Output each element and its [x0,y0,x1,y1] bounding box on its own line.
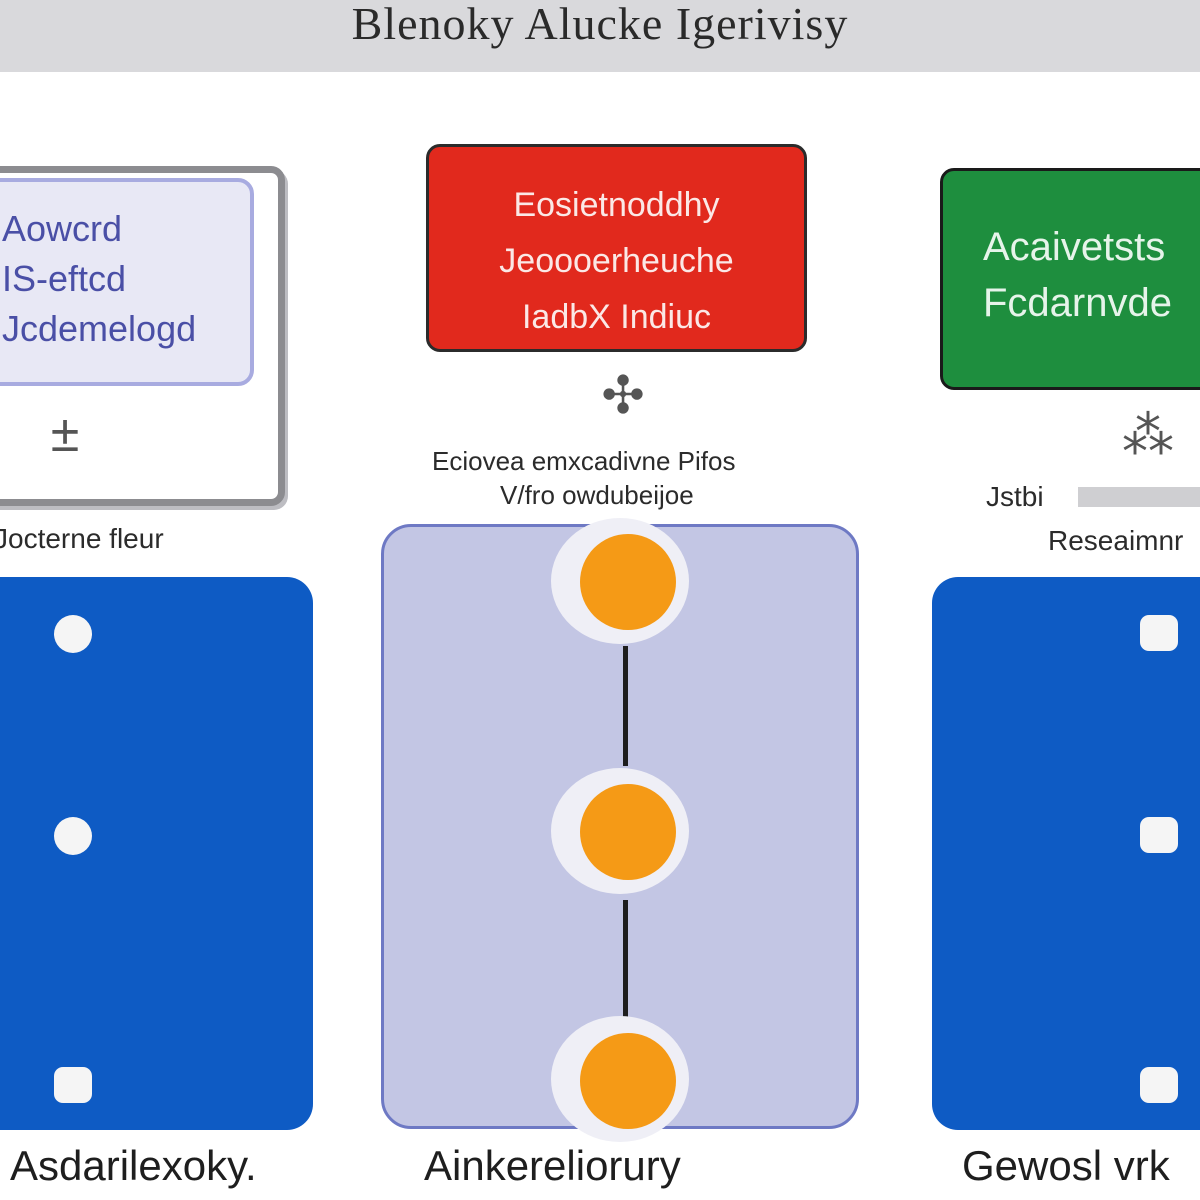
top-right-caption-2: Reseaimnr [1048,525,1184,556]
top-left-line-1: Aowcrd [2,208,123,249]
top-left-inner-box: Aowcrd IS-eftcd Jcdemelogd [0,178,254,386]
left-panel-dot-1 [54,615,92,653]
plus-minus-icon: ± [50,405,80,463]
diagram-title: Blenoky Alucke Igerivisy [351,0,849,49]
right-blue-panel [932,577,1200,1130]
left-panel-dot-3 [54,1067,92,1103]
left-blue-panel [0,577,313,1130]
left-panel-dot-2 [54,817,92,855]
right-panel-dot-2 [1140,817,1178,853]
top-right-line-2: Fcdarnvde [983,281,1172,325]
title-bar [0,0,1200,72]
top-center-caption-2: V/fro owdubeijoe [500,480,694,510]
top-left-caption: Jocterne fleur [0,523,164,554]
connector-line-2 [623,900,628,1018]
top-right-line-1: Acaivetsts [983,225,1166,269]
asterism-icon: ⁂ [1122,407,1174,465]
top-right-box: Acaivetsts Fcdarnvde [940,168,1200,390]
bottom-right-label: Gewosl vrk [962,1142,1170,1189]
top-right-divider [1078,487,1200,507]
flower-icon: ✣ [601,367,645,425]
connector-line-1 [623,646,628,766]
top-center-box: Eosietnoddhy Jeoooerheuche IadbX Indiuc [426,144,807,352]
top-center-line-3: IadbX Indiuc [521,298,712,336]
top-center-line-2: Jeoooerheuche [499,242,734,280]
node-3 [580,1033,676,1129]
top-left-line-2: IS-eftcd [2,258,127,299]
right-panel-dot-3 [1140,1067,1178,1103]
node-2 [580,784,676,880]
top-center-line-1: Eosietnoddhy [513,186,720,224]
top-right-caption-1: Jstbi [986,481,1044,512]
top-center-caption-1: Eciovea emxcadivne Pifos [432,446,736,476]
bottom-center-label: Ainkereliorury [424,1142,681,1189]
top-left-line-3: Jcdemelogd [2,308,197,349]
node-1 [580,534,676,630]
right-panel-dot-1 [1140,615,1178,651]
bottom-left-label: Asdarilexoky. [10,1142,257,1189]
